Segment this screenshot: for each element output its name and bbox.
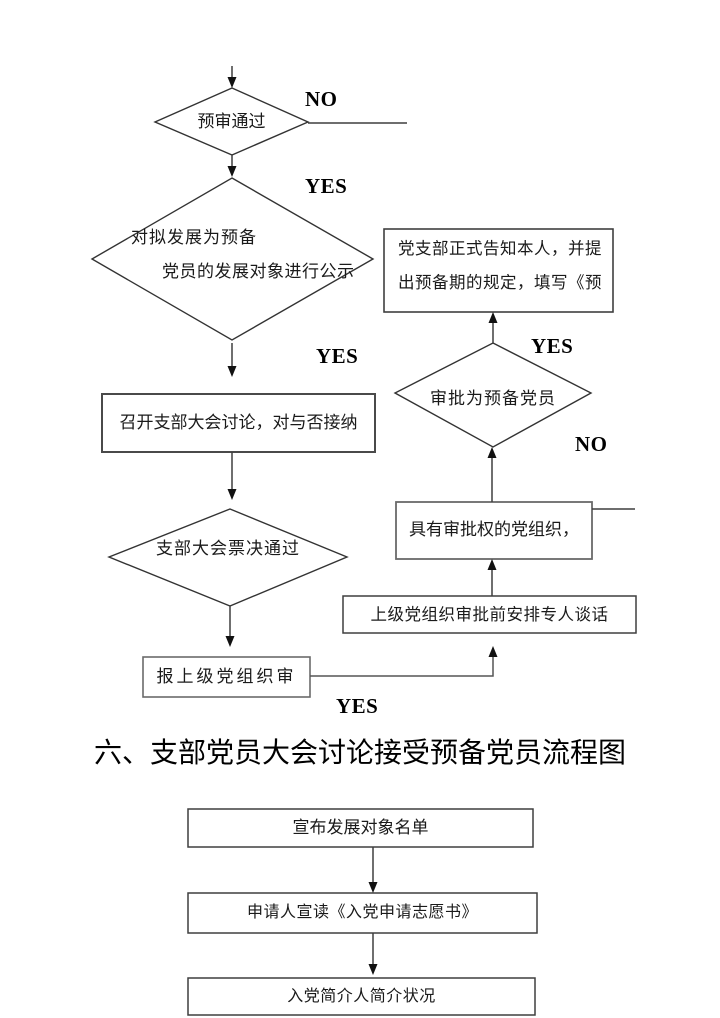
section-title: 六、支部党员大会讨论接受预备党员流程图 [93, 738, 626, 769]
decision-approve-label: 审批为预备党员 [430, 388, 556, 408]
box-report [142, 656, 311, 698]
box-notify-line2: 出预备期的规定，填写《预 [398, 273, 602, 292]
box-read-application-label: 申请人宣读《入党申请志愿书》 [246, 904, 478, 922]
decision-publicity-line2: 党员的发展对象进行公示 [162, 262, 355, 281]
box-branch-meeting [101, 393, 376, 453]
decision-precheck-label: 预审通过 [197, 111, 266, 131]
decision-approve-diamond [393, 342, 593, 448]
box-pre-talk-label: 上级党组织审批前安排专人谈话 [370, 604, 609, 624]
label-no-1: NO [305, 87, 338, 111]
box-authority-label: 具有审批权的党组织， [409, 520, 579, 540]
label-yes-4: YES [531, 334, 574, 358]
box-branch-meeting-label: 召开支部大会讨论，对与否接纳 [119, 412, 358, 432]
decision-publicity-diamond [90, 177, 375, 341]
decision-publicity-line1: 对拟发展为预备 [131, 228, 257, 247]
box-authority [395, 501, 593, 560]
box-introducer [187, 977, 536, 1016]
label-yes-3: YES [336, 694, 379, 718]
box-notify-line1: 党支部正式告知本人，并提 [398, 239, 602, 258]
box-pre-talk [342, 595, 637, 634]
label-yes-2: YES [316, 344, 359, 368]
box-report-label: 报上级党组织审 [156, 666, 297, 686]
box-announce-label: 宣布发展对象名单 [292, 817, 429, 837]
box-notify [383, 228, 614, 313]
label-yes-1: YES [305, 174, 348, 198]
box-introducer-label: 入党简介人简介状况 [287, 987, 436, 1005]
arrowheads [225, 77, 498, 975]
box-announce [187, 808, 534, 848]
label-no-2: NO [575, 432, 608, 456]
box-read-application [187, 892, 538, 934]
connector-report-pretalk [310, 656, 494, 677]
decision-vote-label: 支部大会票决通过 [156, 538, 300, 558]
